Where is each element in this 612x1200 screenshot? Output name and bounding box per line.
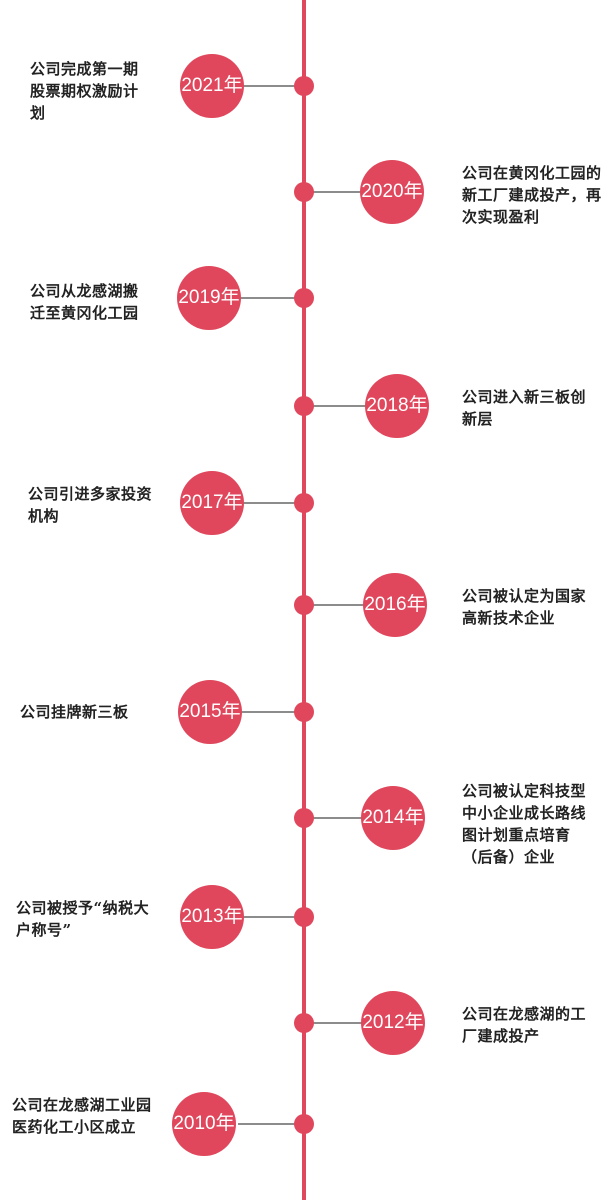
event-description: 公司被认定科技型中小企业成长路线图计划重点培育（后备）企业 [462,782,587,866]
year-circle: 2015年 [178,680,242,744]
event-description: 公司被授予“纳税大户称号” [16,899,150,939]
connector-line [306,817,370,819]
event-description: 公司在龙感湖的工厂建成投产 [462,1005,587,1045]
connector-line [238,711,300,713]
year-circle: 2014年 [361,786,425,850]
year-circle: 2012年 [361,991,425,1055]
year-circle: 2018年 [365,374,429,438]
timeline-dot [294,595,314,615]
timeline-dot [294,907,314,927]
timeline-dot [294,1013,314,1033]
timeline-dot [294,396,314,416]
timeline-dot [294,1114,314,1134]
connector-line [306,1022,370,1024]
event-description: 公司挂牌新三板 [20,703,129,721]
year-circle: 2013年 [180,885,244,949]
timeline-dot [294,702,314,722]
connector-line [306,604,370,606]
event-description: 公司引进多家投资机构 [28,485,153,525]
event-description: 公司从龙感湖搬迁至黄冈化工园 [30,282,139,322]
event-description: 公司被认定为国家高新技术企业 [462,587,587,627]
timeline-dot [294,76,314,96]
connector-line [238,502,300,504]
timeline-dot [294,808,314,828]
year-circle: 2020年 [360,160,424,224]
connector-line [306,191,370,193]
year-circle: 2019年 [177,266,241,330]
timeline-dot [294,288,314,308]
timeline-dot [294,493,314,513]
event-description: 公司在黄冈化工园的新工厂建成投产，再次实现盈利 [462,164,602,226]
event-description: 公司完成第一期股票期权激励计划 [30,60,139,122]
year-circle: 2016年 [363,573,427,637]
year-circle: 2017年 [180,471,244,535]
connector-line [238,916,300,918]
connector-line [238,1123,300,1125]
connector-line [306,405,370,407]
year-circle: 2021年 [180,54,244,118]
timeline-dot [294,182,314,202]
connector-line [238,85,300,87]
connector-line [238,297,300,299]
event-description: 公司进入新三板创新层 [462,388,587,428]
year-circle: 2010年 [172,1092,236,1156]
event-description: 公司在龙感湖工业园医药化工小区成立 [12,1096,152,1136]
